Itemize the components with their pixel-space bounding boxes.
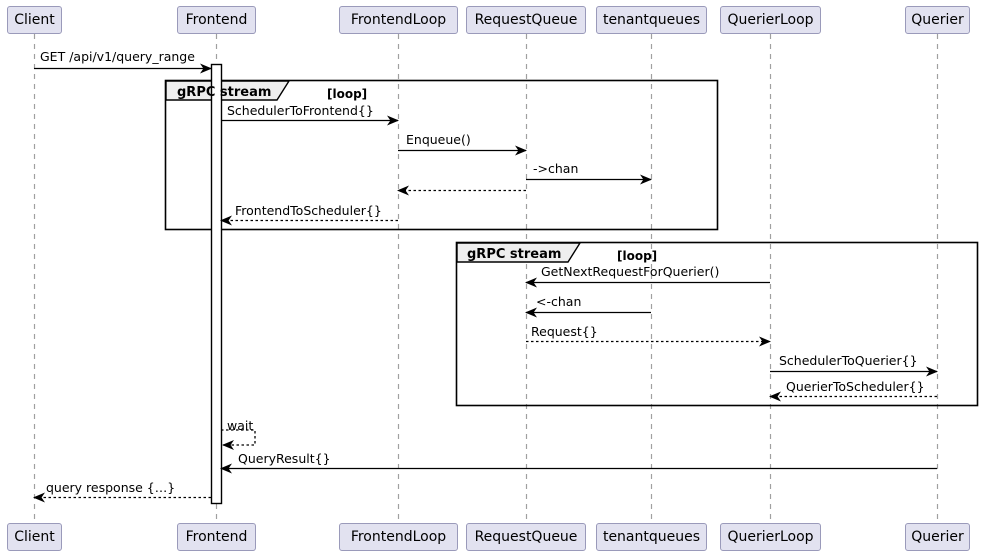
participant-label: Frontend — [185, 12, 248, 28]
participant-label: FrontendLoop — [350, 529, 447, 545]
message-label-m12: wait — [227, 418, 254, 433]
participant-label: QuerierLoop — [727, 12, 814, 28]
message-label-m9: Request{} — [531, 324, 598, 339]
participant-footer-querierloop[interactable]: QuerierLoop — [720, 523, 821, 551]
participant-label: tenantqueues — [602, 12, 701, 28]
arrows-group — [33, 63, 938, 503]
participant-label: Querier — [911, 12, 964, 28]
participant-label: Frontend — [185, 529, 248, 545]
message-label-m6: FrontendToScheduler{} — [235, 203, 382, 218]
activations-group — [210, 63, 223, 505]
participant-footer-frontendloop[interactable]: FrontendLoop — [339, 523, 458, 551]
frag-querier-stream-border — [455, 241, 979, 407]
participant-label: RequestQueue — [474, 529, 578, 545]
participant-header-client[interactable]: Client — [7, 6, 62, 34]
frag-querier-stream-condition: [loop] — [617, 249, 658, 263]
message-label-m14: query response {…} — [46, 480, 176, 495]
message-label-m3: Enqueue() — [406, 132, 471, 147]
participant-header-requestqueue[interactable]: RequestQueue — [466, 6, 586, 34]
participant-header-querier[interactable]: Querier — [905, 6, 970, 34]
participant-label: RequestQueue — [474, 12, 578, 28]
participant-label: Client — [14, 12, 55, 28]
participant-header-querierloop[interactable]: QuerierLoop — [720, 6, 821, 34]
participant-header-tenantqueues[interactable]: tenantqueues — [596, 6, 707, 34]
participant-footer-client[interactable]: Client — [7, 523, 62, 551]
participant-label: tenantqueues — [602, 529, 701, 545]
participant-label: Client — [14, 529, 55, 545]
frag-querier-stream-title: gRPC stream — [467, 247, 562, 262]
message-label-m1: GET /api/v1/query_range — [40, 49, 195, 64]
message-label-m4: ->chan — [533, 161, 579, 176]
participant-label: FrontendLoop — [350, 12, 447, 28]
participant-footer-frontend[interactable]: Frontend — [177, 523, 256, 551]
participant-label: Querier — [911, 529, 964, 545]
lifelines-group — [33, 34, 939, 523]
message-label-m8: <-chan — [536, 294, 582, 309]
message-arrow-m12 — [221, 429, 256, 450]
frag-frontend-stream-header-tab — [165, 80, 291, 101]
message-label-m2: SchedulerToFrontend{} — [227, 103, 374, 118]
fragments-group — [164, 79, 979, 407]
frontend-activation — [210, 63, 223, 505]
frag-frontend-stream-border — [164, 79, 719, 231]
message-label-m7: GetNextRequestForQuerier() — [541, 264, 720, 279]
frag-querier-stream-header-tab — [456, 242, 582, 263]
participant-header-frontendloop[interactable]: FrontendLoop — [339, 6, 458, 34]
frag-frontend-stream-condition: [loop] — [327, 87, 368, 101]
participant-label: QuerierLoop — [727, 529, 814, 545]
message-label-m13: QueryResult{} — [238, 451, 331, 466]
message-label-m11: QuerierToScheduler{} — [786, 379, 925, 394]
frag-frontend-stream-title: gRPC stream — [177, 85, 272, 100]
message-label-m10: SchedulerToQuerier{} — [779, 353, 918, 368]
participant-footer-tenantqueues[interactable]: tenantqueues — [596, 523, 707, 551]
participant-footer-requestqueue[interactable]: RequestQueue — [466, 523, 586, 551]
participant-footer-querier[interactable]: Querier — [905, 523, 970, 551]
participant-header-frontend[interactable]: Frontend — [177, 6, 256, 34]
